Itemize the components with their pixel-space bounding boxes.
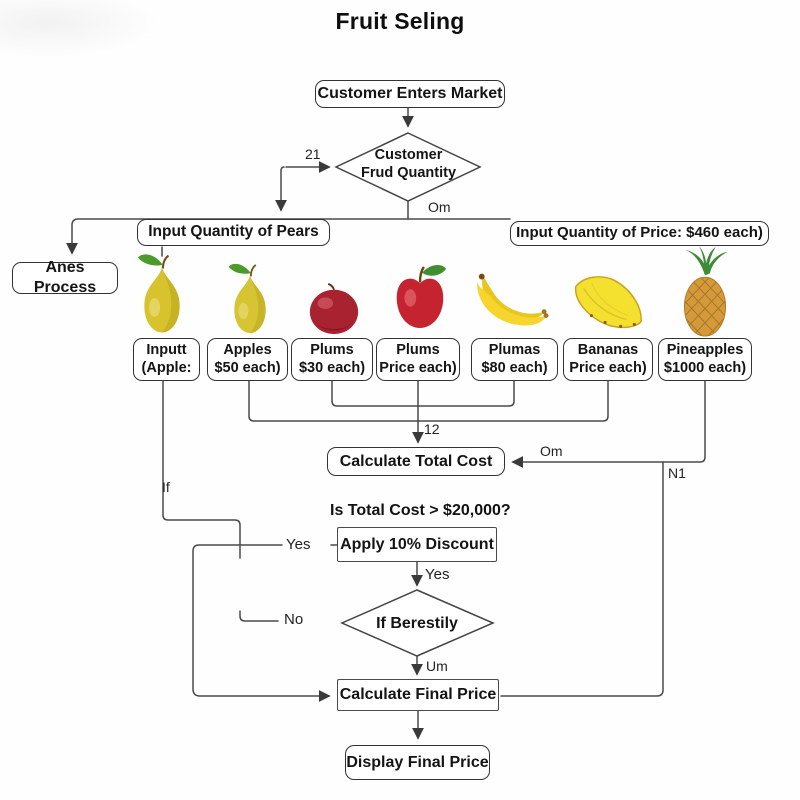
edge-label-om-2: Om — [540, 443, 563, 459]
edge-decision-left-down — [275, 166, 287, 212]
apple-icon — [396, 264, 447, 328]
edge-label-um: Um — [426, 658, 448, 674]
fruit-apple — [390, 258, 450, 341]
edge-n1-branch — [500, 461, 664, 697]
decision-quantity-line2: Frud Quantity — [360, 165, 457, 182]
fruit-box-bananas: Bananas Price each) — [563, 338, 653, 381]
decision-quantity-text: Customer Frud Quantity — [336, 146, 481, 182]
plum-icon — [309, 282, 359, 335]
node-display-final: Display Final Price — [345, 745, 490, 780]
decision-quantity-line1: Customer — [374, 147, 443, 163]
background-artifact — [0, 0, 160, 58]
edge-outer-bus — [248, 380, 609, 422]
fruit-box-line2: Price each) — [379, 359, 457, 376]
node-apply-discount-label: Apply 10% Discount — [340, 535, 494, 553]
node-calculate-total: Calculate Total Cost — [327, 447, 505, 476]
fruit-box-pineapples: Pineapples $1000 each) — [658, 338, 752, 381]
node-start: Customer Enters Market — [315, 80, 505, 108]
fruit-pear-2 — [222, 260, 278, 343]
pear-icon — [228, 263, 266, 334]
edge-label-21: 21 — [305, 146, 321, 162]
node-input-pears-label: Input Quantity of Pears — [148, 223, 319, 241]
fruit-box-plumas-80: Plumas $80 each) — [471, 338, 558, 381]
fruit-box-line2: $30 each) — [298, 359, 366, 376]
fruit-box-line2: (Apple: — [141, 359, 192, 376]
node-anes-process-label: Anes Process — [33, 259, 97, 296]
edge-inner-bus — [331, 380, 515, 407]
decision-discount-shape — [340, 589, 495, 657]
page-title: Fruit Seling — [335, 8, 465, 34]
edge-label-12: 12 — [424, 421, 440, 437]
fruit-pineapple — [677, 244, 733, 343]
fruit-box-line1: Apples — [223, 341, 272, 358]
decision-quantity-shape — [334, 132, 482, 202]
node-input-price-label: Input Quantity of Price: $460 each) — [516, 224, 763, 242]
node-calculate-final: Calculate Final Price — [337, 679, 499, 711]
edge-label-no: No — [284, 611, 304, 628]
edge-label-yes-left: Yes — [286, 536, 311, 553]
node-start-label: Customer Enters Market — [317, 85, 503, 103]
edge-label-om-1: Om — [428, 199, 451, 215]
fruit-box-apple-input: Inputt (Apple: — [133, 338, 200, 381]
fruit-box-apples: Apples $50 each) — [207, 338, 288, 381]
pear-icon — [137, 254, 180, 333]
fruit-box-plums-30: Plums $30 each) — [291, 338, 373, 381]
edge-label-if: If — [162, 479, 170, 495]
edge-yes-feedback — [192, 544, 331, 702]
node-calculate-total-label: Calculate Total Cost — [339, 452, 493, 470]
node-input-pears: Input Quantity of Pears — [137, 219, 330, 246]
condition-total-text: Is Total Cost > $20,000? — [330, 502, 511, 519]
fruit-box-line1: Plumas — [488, 341, 541, 358]
decision-discount-text: If Berestily — [347, 614, 487, 634]
fruit-pear-1 — [134, 250, 190, 343]
node-input-price: Input Quantity of Price: $460 each) — [510, 221, 769, 246]
fruit-box-plums-price: Plums Price each) — [376, 338, 460, 381]
fruit-box-line2: Price each) — [569, 359, 647, 376]
bananas-icon — [476, 273, 549, 326]
fruit-box-line1: Plums — [310, 341, 354, 358]
node-apply-discount: Apply 10% Discount — [337, 527, 497, 562]
node-anes-process: Anes Process — [12, 259, 118, 296]
node-calculate-final-label: Calculate Final Price — [339, 686, 497, 704]
fruit-box-line1: Plums — [396, 341, 440, 358]
fruit-box-line1: Inputt — [146, 341, 187, 358]
edge-bus-anes — [66, 218, 511, 255]
fruit-pineapple-slice — [570, 270, 646, 339]
edge-label-yes-down: Yes — [425, 566, 450, 583]
edge-label-n1: N1 — [668, 465, 686, 481]
fruit-box-line1: Pineapples — [666, 341, 744, 358]
pineapple-icon — [683, 245, 728, 337]
edge-pineapple-calc-total — [511, 380, 706, 468]
fruit-box-line2: $1000 each) — [663, 359, 747, 376]
decision-discount-label: If Berestily — [376, 615, 458, 632]
fruit-box-line2: $50 each) — [214, 359, 281, 376]
fruit-box-line2: $80 each) — [481, 359, 548, 376]
fruit-bananas — [471, 264, 549, 339]
edge-no-elbow — [239, 610, 279, 622]
fruit-plum — [305, 281, 363, 342]
edge-if-line — [162, 380, 241, 559]
pineapple-slice-icon — [575, 276, 642, 329]
node-display-final-label: Display Final Price — [346, 753, 489, 771]
fruit-box-line1: Bananas — [577, 341, 639, 358]
